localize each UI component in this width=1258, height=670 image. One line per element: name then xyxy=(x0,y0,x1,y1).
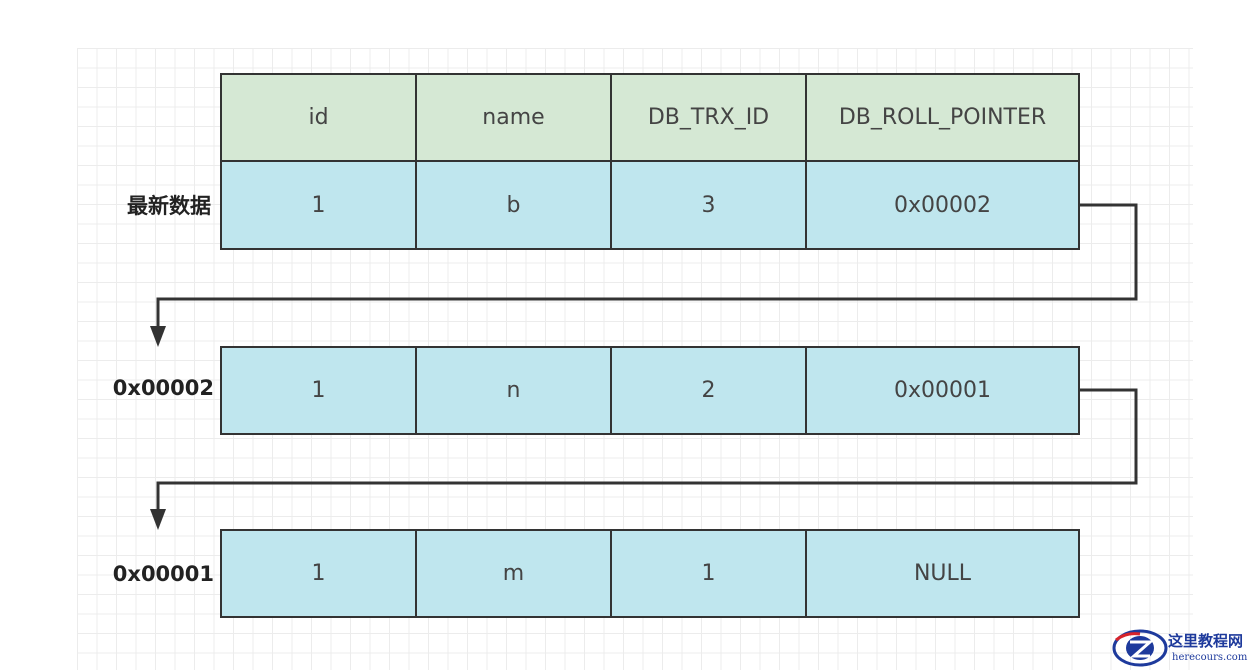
row-2-cell-name: n xyxy=(415,346,612,435)
row-3-cell-trx-id: 1 xyxy=(610,529,807,618)
row-label-0x00002: 0x00002 xyxy=(112,376,214,400)
grid-mask xyxy=(1193,0,1258,670)
row-2-cell-roll-pointer: 0x00001 xyxy=(805,346,1080,435)
grid-mask xyxy=(0,0,77,670)
row-1-cell-roll-pointer: 0x00002 xyxy=(805,160,1080,250)
header-cell-name: name xyxy=(415,73,612,162)
grid-mask xyxy=(0,0,1258,48)
row-2-cell-id: 1 xyxy=(220,346,417,435)
row-label-latest: 最新数据 xyxy=(127,194,211,218)
row-2-cell-trx-id: 2 xyxy=(610,346,807,435)
watermark-title: 这里教程网 xyxy=(1168,632,1244,650)
row-3-cell-id: 1 xyxy=(220,529,417,618)
row-3-cell-name: m xyxy=(415,529,612,618)
row-1-cell-trx-id: 3 xyxy=(610,160,807,250)
row-3-cell-roll-pointer: NULL xyxy=(805,529,1080,618)
connector-row1-to-row2 xyxy=(156,203,1138,328)
watermark-subtitle: herecours.com xyxy=(1172,652,1248,663)
watermark-logo-icon xyxy=(1112,629,1168,667)
arrowhead-row2 xyxy=(150,326,166,347)
row-label-0x00001: 0x00001 xyxy=(112,562,214,586)
arrowhead-row3 xyxy=(150,509,166,530)
row-1-cell-id: 1 xyxy=(220,160,417,250)
connector-row2-to-row3 xyxy=(156,388,1138,511)
